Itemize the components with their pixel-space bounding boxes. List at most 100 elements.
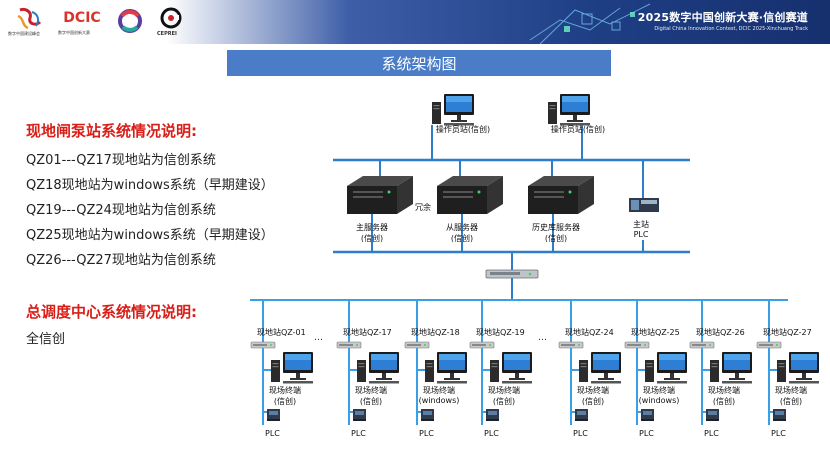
plc-label: PLC [419, 429, 434, 438]
terminal-label-1: 现场终端 [643, 386, 675, 395]
local-section-heading: 现地闸泵站系统情况说明: [26, 122, 197, 140]
station-switch-icon [558, 341, 584, 349]
backup-server-label-1: 从服务器 [446, 223, 478, 232]
terminal-label-1: 现场终端 [775, 386, 807, 395]
station-name-label: 现地站QZ-19 [476, 328, 525, 337]
ring-logo [112, 6, 148, 36]
operator-station-2-label: 操作员站(信创) [550, 125, 606, 134]
contest-title-main: 2025数字中国创新大赛·信创赛道 [637, 11, 808, 24]
operator-station-1-icon [432, 94, 474, 126]
terminal-label-1: 现场终端 [708, 386, 740, 395]
station-plc-icon [575, 409, 588, 421]
plc-label: PLC [639, 429, 654, 438]
station-name-label: 现地站QZ-01 [257, 328, 306, 337]
terminal-label-1: 现场终端 [577, 386, 609, 395]
terminal-label-2: (信创) [712, 397, 736, 406]
local-line-3: QZ19---QZ24现地站为信创系统 [26, 203, 216, 218]
field-terminal-icon [710, 352, 752, 384]
terminal-label-1: 现场终端 [488, 386, 520, 395]
summit-logo: 数字中国建设峰会 [8, 6, 52, 36]
local-line-5: QZ26---QZ27现地站为信创系统 [26, 253, 216, 268]
dcic-logo-text: 数字中国创新大赛 [58, 30, 90, 35]
terminal-label-2: (windows) [418, 396, 460, 405]
station-name-label: 现地站QZ-27 [763, 328, 812, 337]
dcic-logo-mark: DCIC [63, 10, 101, 26]
station-plc-icon [773, 409, 786, 421]
station-name-label: 现地站QZ-18 [411, 328, 460, 337]
station-switch-icon [250, 341, 276, 349]
station-switch-icon [404, 341, 430, 349]
plc-label: PLC [265, 429, 280, 438]
field-terminal-icon [490, 352, 532, 384]
ceprei-logo: CEPREI [154, 6, 188, 37]
station-name-label: 现地站QZ-26 [696, 328, 745, 337]
station-name-label: 现地站QZ-24 [565, 328, 614, 337]
plc-label: PLC [704, 429, 719, 438]
field-terminal-icon [645, 352, 687, 384]
history-server-icon [528, 176, 594, 214]
station-plc-icon [486, 409, 499, 421]
plc-label: PLC [573, 429, 588, 438]
redundancy-label: 冗余 [415, 203, 431, 212]
terminal-label-1: 现场终端 [423, 386, 455, 395]
terminal-label-1: 现场终端 [355, 386, 387, 395]
core-switch-icon [485, 269, 539, 279]
main-plc-label-1: 主站 [633, 220, 649, 229]
field-terminal-icon [271, 352, 313, 384]
ellipsis-1: … [314, 333, 323, 343]
history-server-label-1: 历史库服务器 [532, 223, 580, 232]
field-terminal-icon [579, 352, 621, 384]
main-plc-label-2: PLC [633, 230, 649, 239]
ceprei-logo-text: CEPREI [157, 31, 177, 37]
terminal-label-2: (信创) [492, 397, 516, 406]
station-switch-icon [624, 341, 650, 349]
header-banner: 数字中国建设峰会 DCIC 数字中国创新大赛 CEPREI [0, 0, 830, 44]
field-terminal-icon [425, 352, 467, 384]
station-switch-icon [689, 341, 715, 349]
station-switch-icon [756, 341, 782, 349]
station-switch-icon [336, 341, 362, 349]
station-plc-icon [267, 409, 280, 421]
station-plc-icon [421, 409, 434, 421]
ellipsis-2: … [538, 333, 547, 343]
plc-label: PLC [351, 429, 366, 438]
center-line-1: 全信创 [26, 332, 66, 347]
terminal-label-2: (信创) [359, 397, 383, 406]
station-columns [250, 300, 819, 425]
plc-label: PLC [771, 429, 786, 438]
backup-server-icon [437, 176, 503, 214]
field-terminal-icon [357, 352, 399, 384]
contest-title: 2025数字中国创新大赛·信创赛道 Digital China Innovati… [638, 9, 808, 32]
center-section-heading: 总调度中心系统情况说明: [26, 303, 197, 321]
history-server-label-2: (信创) [544, 234, 568, 243]
summit-logo-text: 数字中国建设峰会 [8, 31, 40, 36]
circuit-decoration-icon [529, 3, 651, 44]
station-plc-icon [353, 409, 366, 421]
field-terminal-icon [777, 352, 819, 384]
operator-station-1-label: 操作员站(信创) [435, 125, 491, 134]
main-server-label-2: (信创) [360, 234, 384, 243]
diagram-title: 系统架构图 [227, 50, 611, 76]
station-name-label: 现地站QZ-25 [631, 328, 680, 337]
local-line-1: QZ01---QZ17现地站为信创系统 [26, 153, 216, 168]
main-plc-icon [629, 198, 659, 212]
local-line-4: QZ25现地站为windows系统（早期建设） [26, 228, 274, 243]
operator-station-2-icon [548, 94, 590, 126]
terminal-label-2: (信创) [779, 397, 803, 406]
local-line-2: QZ18现地站为windows系统（早期建设） [26, 178, 274, 193]
main-server-label-1: 主服务器 [356, 223, 388, 232]
main-server-icon [347, 176, 413, 214]
dcic-logo: DCIC 数字中国创新大赛 [56, 6, 108, 36]
station-plc-icon [706, 409, 719, 421]
backup-server-label-2: (信创) [450, 234, 474, 243]
terminal-label-2: (信创) [581, 397, 605, 406]
plc-label: PLC [484, 429, 499, 438]
terminal-label-1: 现场终端 [269, 386, 301, 395]
contest-title-sub: Digital China Innovation Contest, DCIC 2… [654, 26, 808, 32]
terminal-label-2: (信创) [273, 397, 297, 406]
station-plc-icon [641, 409, 654, 421]
station-switch-icon [469, 341, 495, 349]
terminal-label-2: (windows) [638, 396, 680, 405]
station-name-label: 现地站QZ-17 [343, 328, 392, 337]
